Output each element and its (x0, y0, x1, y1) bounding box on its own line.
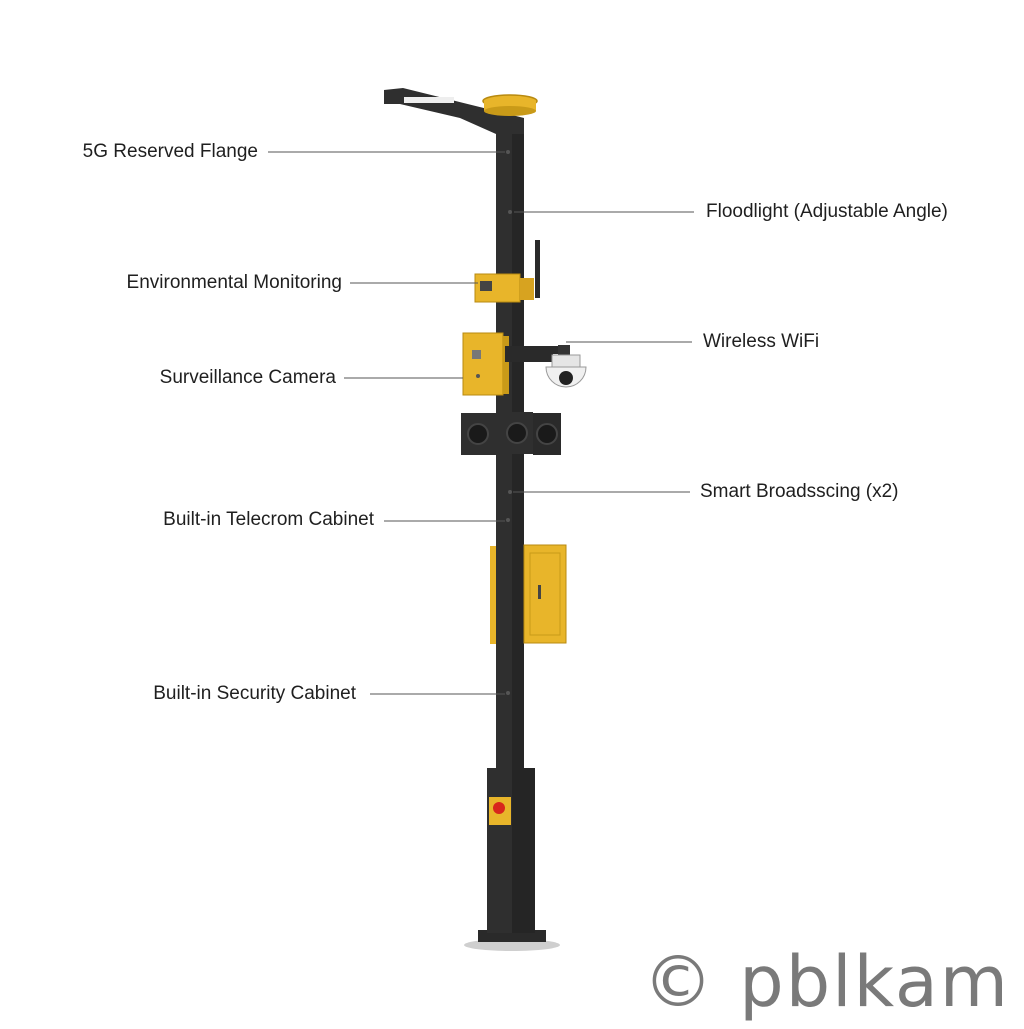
label-security-cabinet: Built-in Security Cabinet (153, 683, 356, 704)
label-wireless-wifi: Wireless WiFi (703, 331, 820, 352)
label-surveillance-camera: Surveillance Camera (159, 367, 336, 388)
lamp-head-light (404, 97, 454, 103)
yellow-control-box (462, 332, 504, 396)
label-environmental-monitoring: Environmental Monitoring (126, 272, 342, 293)
leader-lines (268, 151, 694, 695)
label-telecom-cabinet: Built-in Telecrom Cabinet (163, 509, 374, 530)
pole-bolts (506, 150, 512, 695)
label-smart-broadcasting: Smart Broadsscing (x2) (700, 481, 899, 502)
watermark: © pblkam (643, 941, 1010, 1023)
camera-bracket (505, 346, 553, 362)
label-5g-reserved-flange: 5G Reserved Flange (82, 141, 258, 162)
label-floodlight: Floodlight (Adjustable Angle) (706, 201, 948, 222)
speaker-icon (461, 412, 561, 455)
emergency-button-icon (493, 802, 505, 814)
antenna-icon (535, 240, 540, 298)
dome-camera-icon (551, 354, 581, 368)
security-cabinet-box (523, 544, 567, 644)
